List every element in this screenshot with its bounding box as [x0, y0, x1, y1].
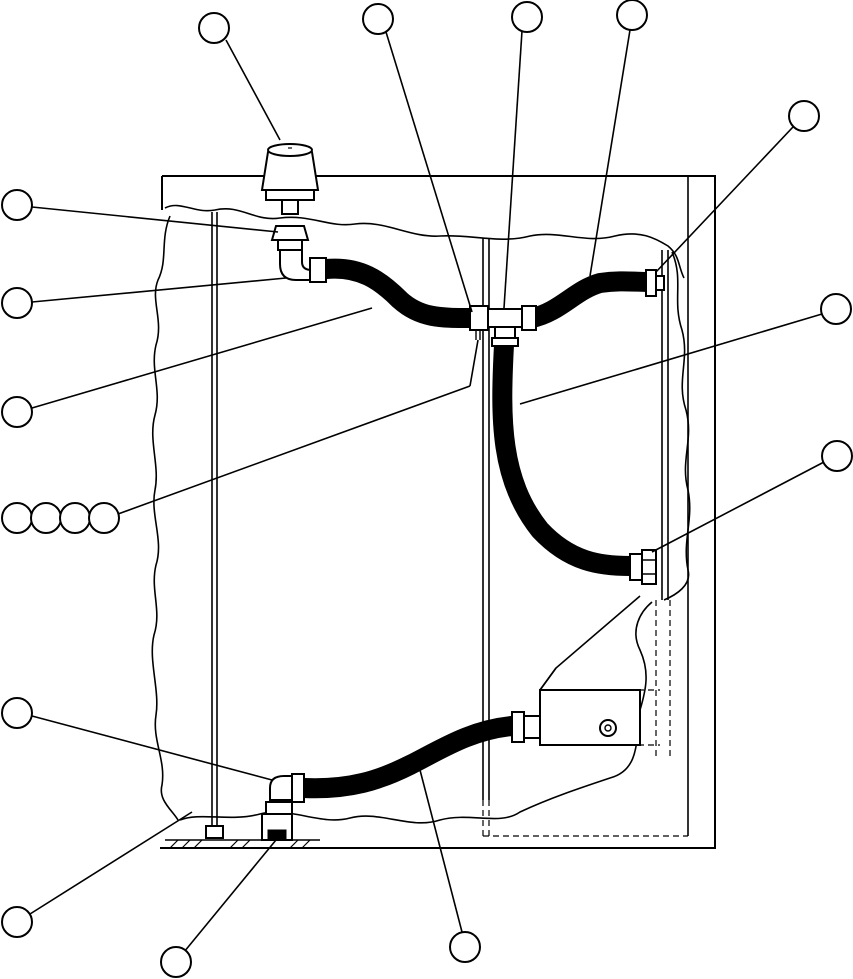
callout-adapter [1, 189, 279, 233]
tee-fitting [469, 305, 537, 347]
callout-drain-fitting [160, 839, 277, 978]
hoses [303, 258, 651, 799]
drain-fitting [261, 801, 293, 841]
breather-cap [260, 143, 320, 215]
elbow-fitting-top [279, 249, 327, 283]
valve-block [511, 595, 641, 746]
callout-elbow-bottom [1, 697, 273, 781]
callout-right-fitting-mid [651, 440, 853, 553]
elbow-fitting-bottom [269, 773, 305, 803]
callout-vertical-hose [519, 293, 852, 405]
right-fitting-top [645, 269, 665, 297]
callout-tank-floor [1, 811, 193, 938]
callout-bottom-hose [419, 769, 481, 963]
right-fitting-mid [629, 549, 657, 585]
callout-upper-right-hose [589, 0, 648, 277]
callout-tee-left [362, 3, 473, 313]
callout-tee-center [503, 1, 543, 309]
adapter-fitting [270, 225, 310, 251]
callout-elbow-top [1, 277, 287, 319]
callout-breather [198, 12, 281, 141]
callout-right-fitting-top [655, 100, 820, 273]
callout-upper-left-hose [1, 307, 373, 428]
rod-base [205, 825, 224, 839]
callout-tee-hardware [1, 339, 479, 534]
